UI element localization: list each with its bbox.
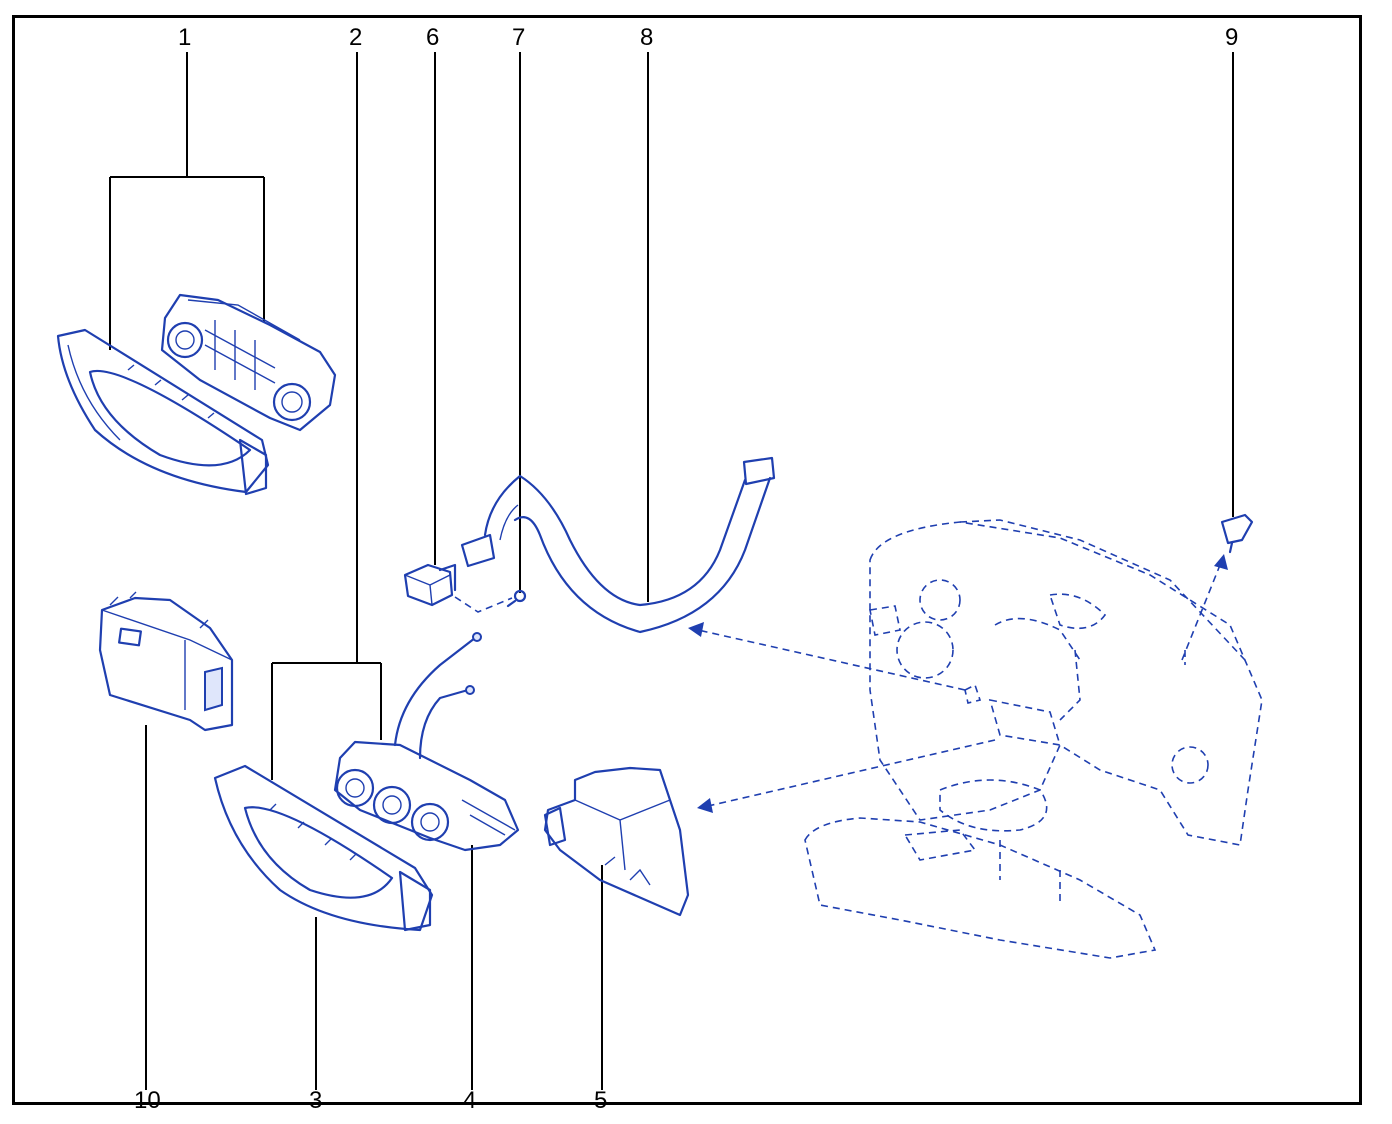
callout-2: 2: [349, 24, 362, 51]
install-arrow-bracket: [697, 739, 996, 813]
callout-9: 9: [1225, 24, 1238, 51]
sensor: [403, 563, 457, 607]
callout-4: 4: [463, 1087, 476, 1114]
bezel-upper: [56, 328, 270, 496]
diagram-frame: [12, 15, 1362, 1105]
callout-8: 8: [640, 24, 653, 51]
mounting-bracket: [543, 766, 690, 917]
sensor-screw-path: [454, 596, 513, 613]
duct-hose: [460, 456, 776, 634]
callout-10: 10: [134, 1087, 161, 1114]
screw: [506, 589, 527, 608]
leader-1: [109, 52, 265, 350]
callout-5: 5: [594, 1087, 607, 1114]
bezel-lower: [213, 764, 434, 932]
leader-2: [271, 52, 382, 780]
callout-6: 6: [426, 24, 439, 51]
callout-1: 1: [178, 24, 191, 51]
dashboard-ghost: [804, 519, 1263, 959]
control-head: [333, 632, 520, 852]
callout-7: 7: [512, 24, 525, 51]
control-panel-upper: [160, 293, 337, 432]
clip: [1220, 513, 1254, 554]
callout-3: 3: [309, 1087, 322, 1114]
install-arrow-clip: [1181, 554, 1228, 661]
control-module: [98, 591, 234, 732]
install-arrow-duct: [688, 622, 966, 691]
